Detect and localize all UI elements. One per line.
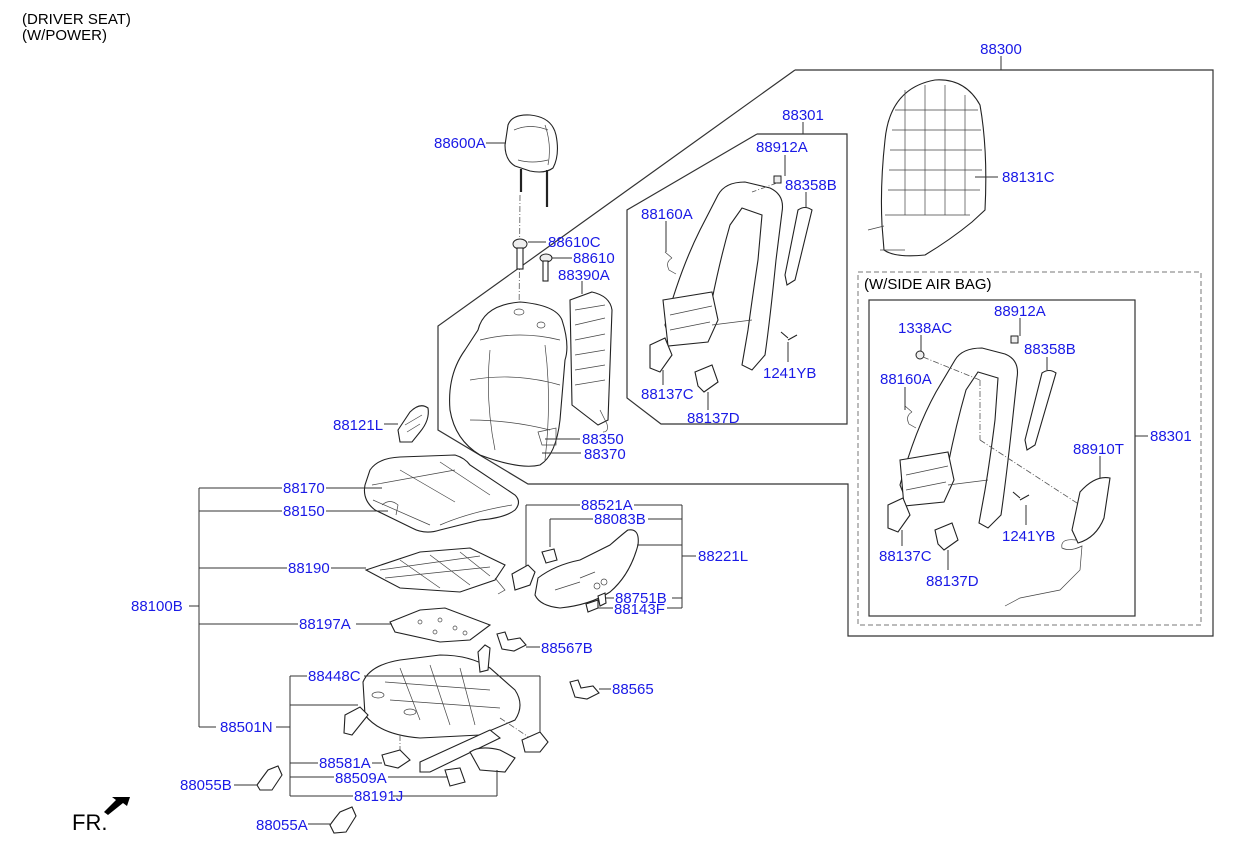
- seatback-assembly-frame: [437, 56, 1214, 637]
- side-cover-88121L-drawing: [397, 405, 429, 443]
- part-label-88301-top[interactable]: 88301: [782, 107, 824, 124]
- seat-track-frame-drawing: [343, 644, 549, 787]
- headrest-guide-drawing: [512, 238, 553, 282]
- part-label-88610C[interactable]: 88610C: [548, 234, 601, 251]
- part-label-1241YB-upper[interactable]: 1241YB: [763, 365, 816, 382]
- side-airbag-option-box: [857, 271, 1202, 626]
- seatback-frame-drawing: [649, 175, 813, 393]
- part-label-88358B-airbag[interactable]: 88358B: [1024, 341, 1076, 358]
- front-direction-label: FR.: [72, 810, 107, 835]
- part-label-88300[interactable]: 88300: [980, 41, 1022, 58]
- front-direction-arrow-icon: [104, 797, 130, 815]
- side-airbag-note: (W/SIDE AIR BAG): [864, 276, 992, 293]
- cover-88565-drawing: [569, 679, 600, 700]
- part-label-1241YB-airbag[interactable]: 1241YB: [1002, 528, 1055, 545]
- part-label-88131C[interactable]: 88131C: [1002, 169, 1055, 186]
- seat-track-bracket: [276, 675, 541, 797]
- seatback-back-panel-drawing: [867, 79, 987, 257]
- part-label-88197A[interactable]: 88197A: [299, 616, 351, 633]
- part-label-88137D-upper[interactable]: 88137D: [687, 410, 740, 427]
- cushion-pan-drawing: [364, 547, 506, 595]
- diagram-subtitle-power: (W/POWER): [22, 27, 107, 44]
- part-label-88358B-upper[interactable]: 88358B: [785, 177, 837, 194]
- part-label-88055A[interactable]: 88055A: [256, 817, 308, 834]
- cover-88567B-drawing: [496, 631, 527, 652]
- part-label-88100B[interactable]: 88100B: [131, 598, 183, 615]
- part-label-88143F[interactable]: 88143F: [614, 601, 665, 618]
- part-label-88521A[interactable]: 88521A: [581, 497, 633, 514]
- part-label-88170[interactable]: 88170: [283, 480, 325, 497]
- part-label-88160A-upper[interactable]: 88160A: [641, 206, 693, 223]
- seat-cushion-drawing: [363, 454, 520, 533]
- part-label-88910T[interactable]: 88910T: [1073, 441, 1124, 458]
- side-shield-drawing: [511, 529, 639, 613]
- part-label-88912A-airbag[interactable]: 88912A: [994, 303, 1046, 320]
- cushion-assembly-bracket: [189, 487, 392, 728]
- seatback-cushion-drawing: [449, 291, 613, 467]
- part-label-88350[interactable]: 88350: [582, 431, 624, 448]
- part-label-88137C-airbag[interactable]: 88137C: [879, 548, 932, 565]
- part-label-88390A[interactable]: 88390A: [558, 267, 610, 284]
- seatback-frame-airbag-drawing: [887, 335, 1111, 607]
- track-cover-88055B-drawing: [256, 765, 283, 791]
- part-label-88751B[interactable]: 88751B: [615, 590, 667, 607]
- part-label-88509A[interactable]: 88509A: [335, 770, 387, 787]
- part-label-88137D-airbag[interactable]: 88137D: [926, 573, 979, 590]
- part-label-88912A-upper[interactable]: 88912A: [756, 139, 808, 156]
- seatback-frame-subframe: [626, 122, 848, 425]
- part-label-88600A[interactable]: 88600A: [434, 135, 486, 152]
- part-label-1338AC[interactable]: 1338AC: [898, 320, 952, 337]
- side-shield-bracket: [525, 504, 696, 609]
- cushion-mat-drawing: [389, 607, 492, 643]
- part-label-88565[interactable]: 88565: [612, 681, 654, 698]
- part-label-88581A[interactable]: 88581A: [319, 755, 371, 772]
- part-label-88501N[interactable]: 88501N: [220, 719, 273, 736]
- part-label-88610[interactable]: 88610: [573, 250, 615, 267]
- part-label-88150[interactable]: 88150: [283, 503, 325, 520]
- part-label-88083B[interactable]: 88083B: [594, 511, 646, 528]
- diagram-title-driver-seat: (DRIVER SEAT): [22, 11, 131, 28]
- part-label-88567B[interactable]: 88567B: [541, 640, 593, 657]
- part-label-88137C-upper[interactable]: 88137C: [641, 386, 694, 403]
- track-cover-88055A-drawing: [329, 806, 357, 834]
- part-label-88370[interactable]: 88370: [584, 446, 626, 463]
- part-label-88221L[interactable]: 88221L: [698, 548, 748, 565]
- part-label-88191J[interactable]: 88191J: [354, 788, 403, 805]
- headrest-drawing: [504, 114, 559, 321]
- part-label-88160A-airbag[interactable]: 88160A: [880, 371, 932, 388]
- part-label-88121L[interactable]: 88121L: [333, 417, 383, 434]
- part-label-88301-side[interactable]: 88301: [1150, 428, 1192, 445]
- part-label-88448C[interactable]: 88448C: [308, 668, 361, 685]
- part-label-88055B[interactable]: 88055B: [180, 777, 232, 794]
- part-label-88190[interactable]: 88190: [288, 560, 330, 577]
